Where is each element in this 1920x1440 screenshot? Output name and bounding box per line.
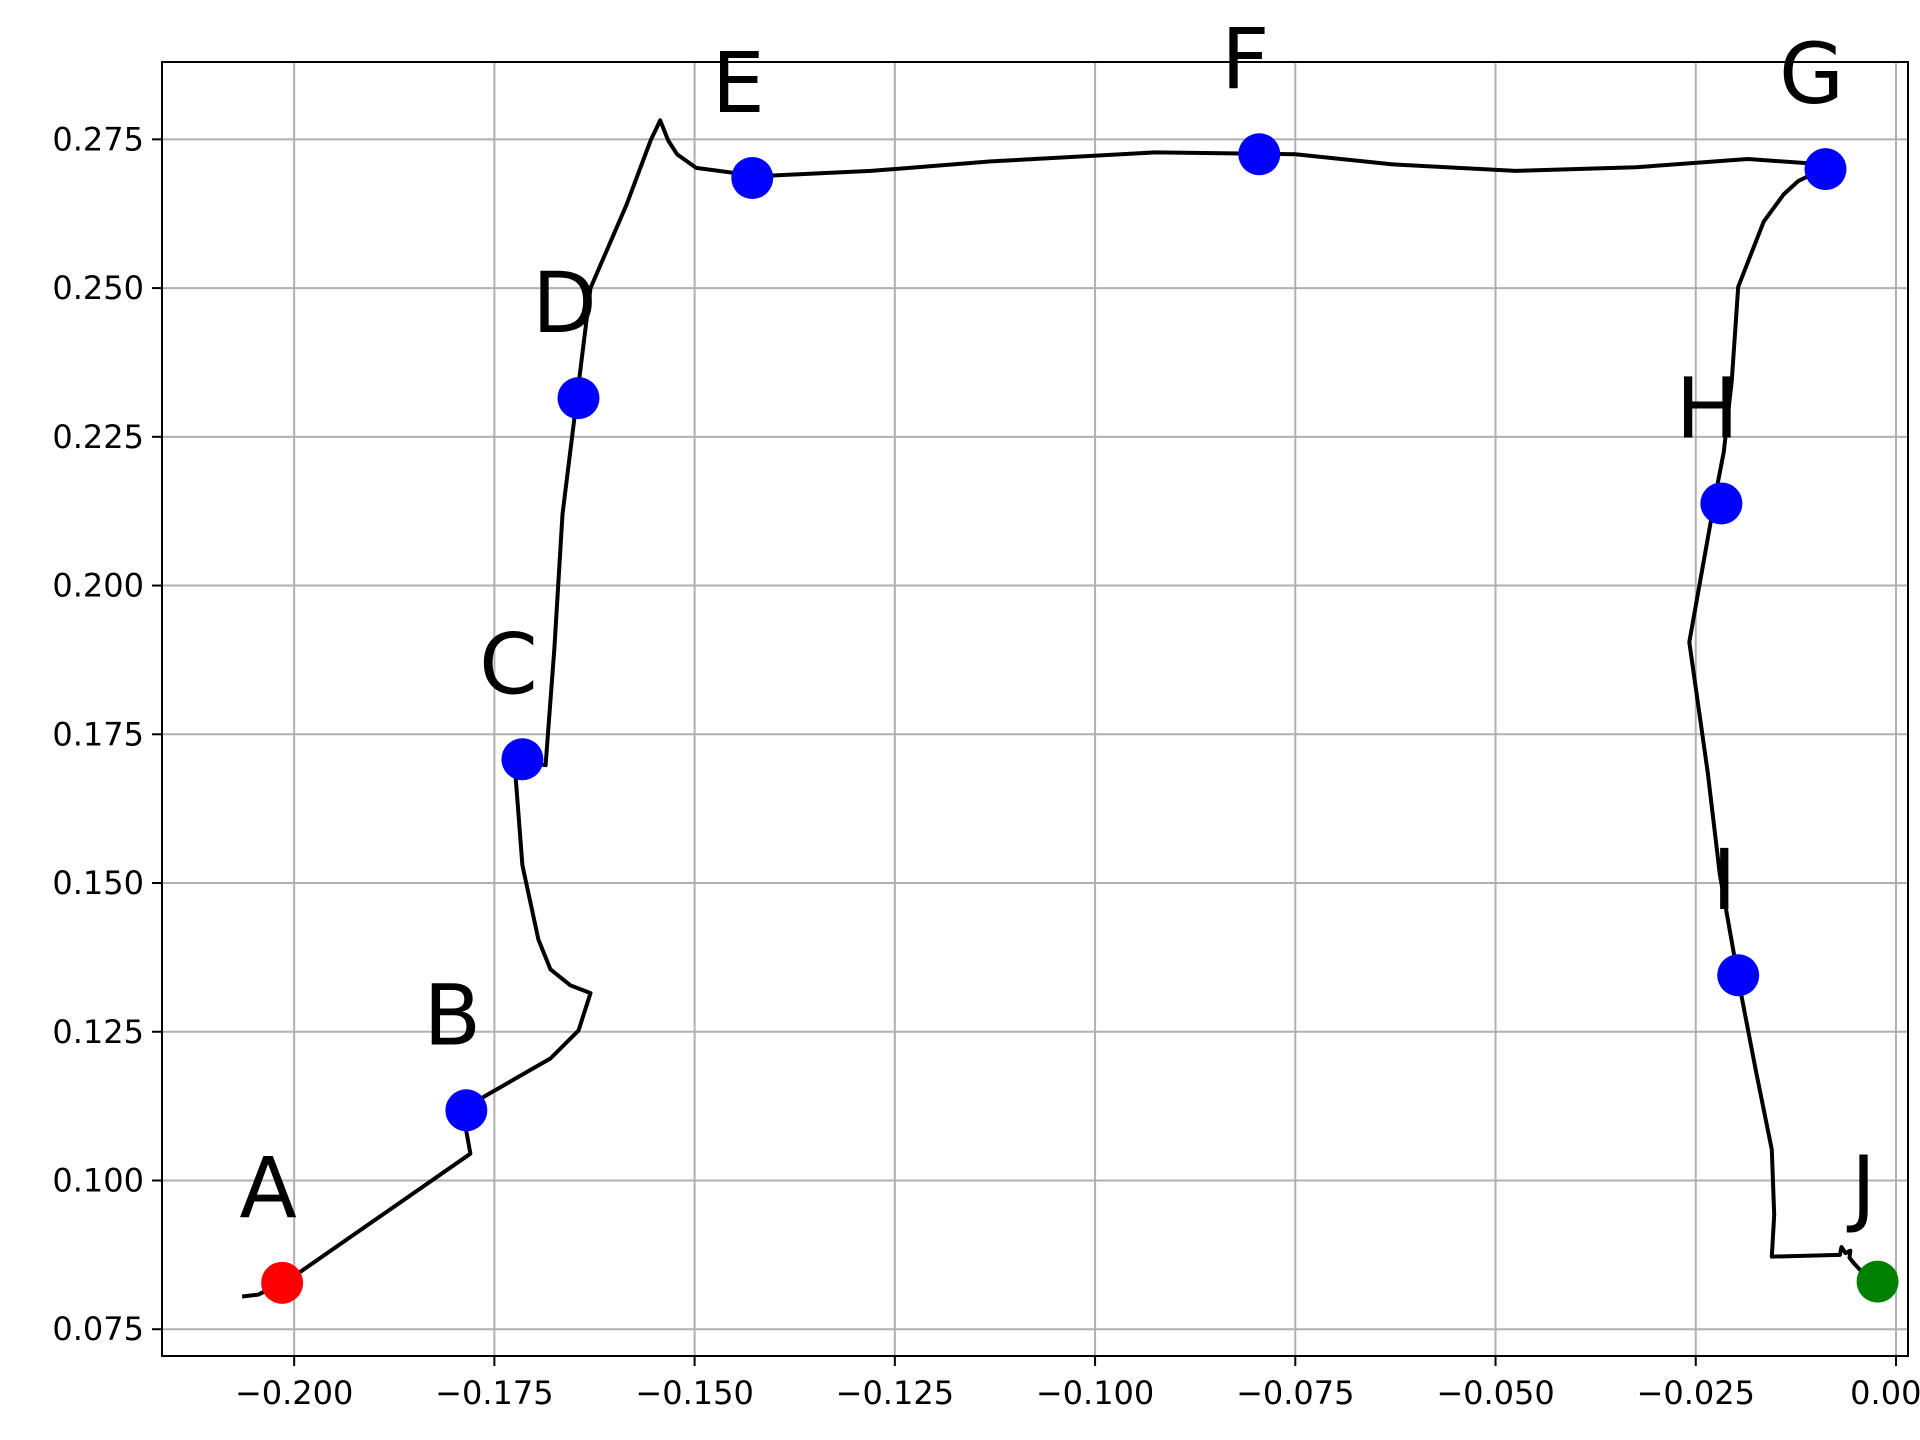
y-tick-label: 0.125: [52, 1013, 144, 1051]
x-tick-label: −0.200: [235, 1374, 353, 1412]
waypoint-e: [731, 157, 774, 200]
y-tick-label: 0.200: [52, 567, 144, 605]
point-labels-layer: A B C D E F G H I J: [239, 10, 1876, 1237]
path-layer: [241, 118, 1878, 1299]
x-tick-label: −0.175: [435, 1374, 553, 1412]
x-tick-label: −0.100: [1036, 1374, 1154, 1412]
waypoint-label-g: G: [1779, 25, 1844, 123]
waypoint-label-b: B: [424, 966, 482, 1064]
grid-layer: [162, 62, 1908, 1356]
y-tick-label: 0.250: [52, 269, 144, 307]
waypoint-label-a: A: [239, 1139, 296, 1237]
y-tick-label: 0.075: [52, 1310, 144, 1348]
waypoint-g: [1804, 148, 1847, 191]
waypoint-label-d: D: [532, 254, 597, 352]
ticks-layer: −0.200 −0.175 −0.150 −0.125 −0.100 −0.075 −0.0…: [52, 120, 1920, 1412]
points-layer: [261, 133, 1899, 1304]
x-tick-label: −0.150: [635, 1374, 753, 1412]
waypoint-label-i: I: [1712, 831, 1737, 929]
x-tick-label: −0.025: [1637, 1374, 1755, 1412]
waypoint-label-h: H: [1676, 359, 1739, 457]
y-tick-label: 0.175: [52, 715, 144, 753]
waypoint-a: [261, 1261, 304, 1304]
waypoint-i: [1717, 954, 1760, 997]
waypoint-j: [1856, 1260, 1899, 1303]
x-tick-label: 0.000: [1850, 1374, 1920, 1412]
waypoint-label-f: F: [1221, 10, 1269, 108]
waypoint-b: [445, 1089, 488, 1132]
x-tick-label: −0.075: [1236, 1374, 1354, 1412]
waypoint-label-c: C: [479, 615, 538, 713]
waypoint-f: [1238, 133, 1281, 176]
trajectory-line: [241, 118, 1878, 1299]
waypoint-h: [1700, 482, 1743, 525]
waypoint-label-e: E: [712, 34, 765, 132]
y-tick-label: 0.275: [52, 120, 144, 158]
y-tick-label: 0.100: [52, 1161, 144, 1199]
x-tick-label: −0.050: [1436, 1374, 1554, 1412]
x-tick-label: −0.125: [836, 1374, 954, 1412]
waypoint-label-j: J: [1846, 1138, 1876, 1236]
waypoint-d: [557, 377, 600, 420]
y-tick-label: 0.225: [52, 418, 144, 456]
plot-frame: [161, 61, 1909, 1357]
y-tick-label: 0.150: [52, 864, 144, 902]
waypoint-c: [501, 738, 544, 781]
